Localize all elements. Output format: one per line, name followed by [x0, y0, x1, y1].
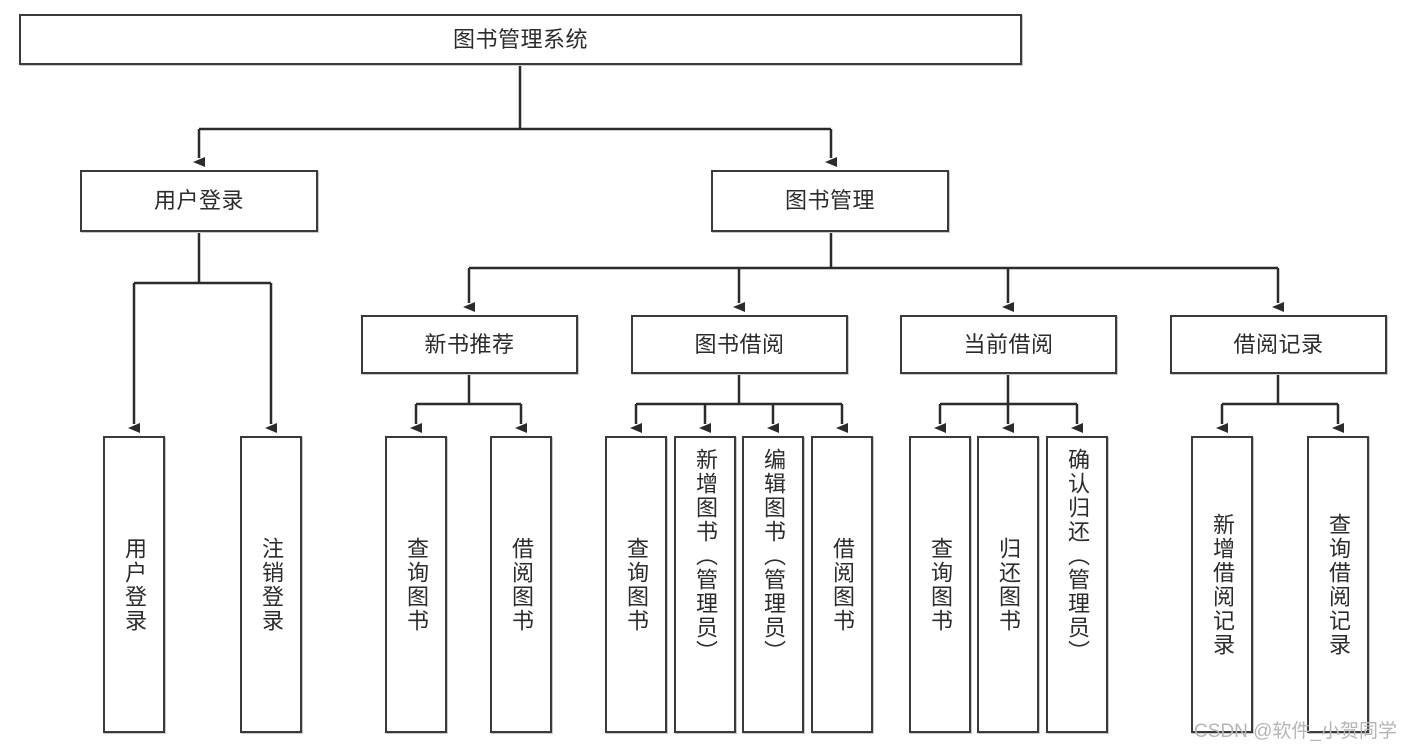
node-root[interactable]: 图书管理系统 — [19, 14, 1022, 65]
node-leaf-add-book[interactable]: 新增图书（管理员） — [674, 436, 736, 733]
node-leaf-return-book[interactable]: 归还图书 — [977, 436, 1039, 733]
node-book-borrow[interactable]: 图书借阅 — [631, 315, 848, 374]
node-leaf-add-book-label: 新增图书（管理员） — [692, 448, 718, 664]
node-leaf-query-record[interactable]: 查询借阅记录 — [1307, 436, 1369, 733]
node-current-borrow-label: 当前借阅 — [963, 331, 1054, 357]
node-leaf-add-record[interactable]: 新增借阅记录 — [1191, 436, 1253, 733]
node-book-borrow-label: 图书借阅 — [694, 331, 785, 357]
node-leaf-borrow-book-2-label: 借阅图书 — [829, 536, 855, 633]
node-book-manage[interactable]: 图书管理 — [711, 170, 949, 232]
node-leaf-borrow-book-1-label: 借阅图书 — [508, 536, 534, 633]
node-leaf-query-book-1-label: 查询图书 — [403, 536, 429, 633]
node-leaf-return-book-label: 归还图书 — [995, 536, 1021, 633]
node-root-label: 图书管理系统 — [452, 26, 588, 52]
node-leaf-confirm-return[interactable]: 确认归还（管理员） — [1046, 436, 1108, 733]
node-borrow-record[interactable]: 借阅记录 — [1170, 315, 1387, 374]
node-leaf-query-book-2[interactable]: 查询图书 — [605, 436, 667, 733]
node-leaf-logout[interactable]: 注销登录 — [240, 436, 302, 733]
node-leaf-query-record-label: 查询借阅记录 — [1325, 512, 1351, 657]
node-leaf-query-book-2-label: 查询图书 — [623, 536, 649, 633]
watermark: CSDN @软件_小贺同学 — [1194, 721, 1397, 742]
node-new-book-rec[interactable]: 新书推荐 — [361, 315, 578, 374]
node-new-book-rec-label: 新书推荐 — [424, 331, 515, 357]
node-leaf-query-book-3[interactable]: 查询图书 — [909, 436, 971, 733]
node-borrow-record-label: 借阅记录 — [1233, 331, 1324, 357]
node-leaf-edit-book[interactable]: 编辑图书（管理员） — [742, 436, 804, 733]
node-user-login-label: 用户登录 — [153, 188, 244, 214]
node-user-login[interactable]: 用户登录 — [80, 170, 318, 232]
node-leaf-edit-book-label: 编辑图书（管理员） — [760, 448, 786, 664]
node-leaf-user-login-label: 用户登录 — [121, 536, 147, 633]
node-leaf-add-record-label: 新增借阅记录 — [1209, 512, 1235, 657]
node-leaf-query-book-3-label: 查询图书 — [927, 536, 953, 633]
node-leaf-confirm-return-label: 确认归还（管理员） — [1064, 448, 1090, 664]
node-book-manage-label: 图书管理 — [784, 188, 875, 214]
node-current-borrow[interactable]: 当前借阅 — [900, 315, 1117, 374]
node-leaf-borrow-book-2[interactable]: 借阅图书 — [811, 436, 873, 733]
node-leaf-borrow-book-1[interactable]: 借阅图书 — [490, 436, 552, 733]
node-leaf-logout-label: 注销登录 — [258, 536, 284, 633]
node-leaf-user-login[interactable]: 用户登录 — [103, 436, 165, 733]
node-leaf-query-book-1[interactable]: 查询图书 — [385, 436, 447, 733]
